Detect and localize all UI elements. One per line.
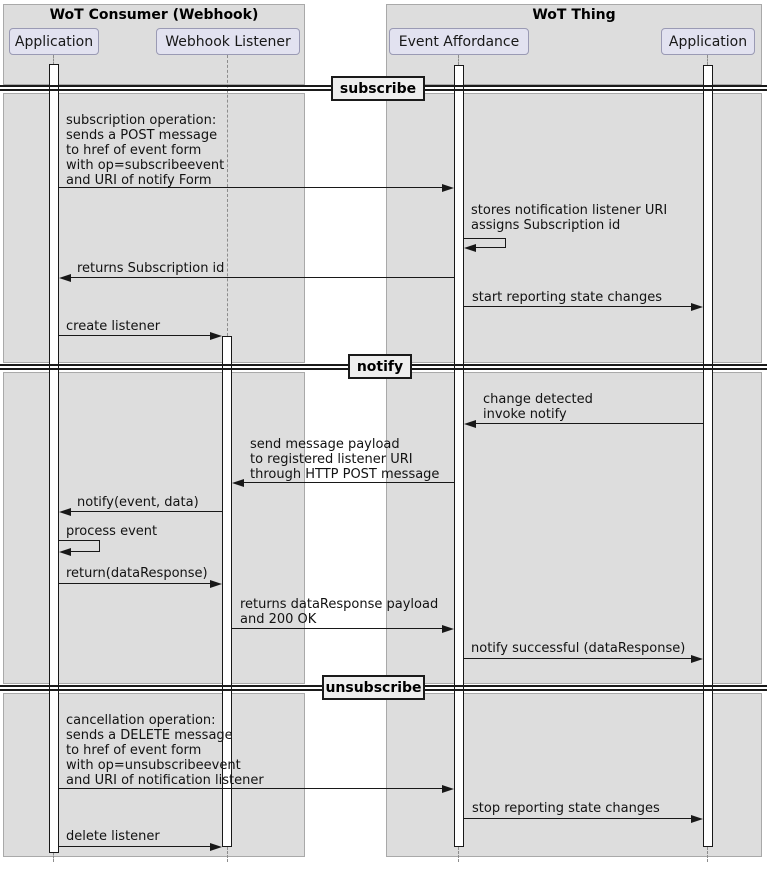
lifeline-application-consumer-top bbox=[53, 55, 54, 65]
message-change-detected-arrowhead bbox=[464, 420, 476, 428]
message-stop-reporting-label: stop reporting state changes bbox=[472, 801, 660, 816]
thing-box-segment-unsubscribe bbox=[386, 693, 762, 857]
message-store-listener-loop-bottom bbox=[476, 247, 506, 248]
divider-unsubscribe-text: unsubscribe bbox=[325, 679, 422, 696]
message-process-event-loop-bottom bbox=[71, 551, 100, 552]
message-create-listener-line bbox=[59, 335, 210, 336]
message-return-subscription-id-label: returns Subscription id bbox=[77, 261, 225, 276]
message-send-payload-arrowhead bbox=[232, 479, 244, 487]
lifeline-application-thing-top bbox=[707, 55, 708, 65]
message-return-data-response-label: return(dataResponse) bbox=[66, 566, 208, 581]
thing-box-title: WoT Thing bbox=[532, 7, 616, 23]
message-notify-event-arrowhead bbox=[59, 508, 71, 516]
message-cancel-request-arrowhead bbox=[442, 785, 454, 793]
message-notify-successful-arrowhead bbox=[691, 655, 703, 663]
message-notify-event-line bbox=[71, 511, 222, 512]
participant-application-thing: Application bbox=[661, 28, 755, 55]
participant-application-thing-label: Application bbox=[668, 33, 748, 50]
message-start-reporting-line bbox=[464, 306, 691, 307]
lifeline-application-consumer-bottom bbox=[53, 852, 54, 862]
message-send-payload-line bbox=[244, 482, 454, 483]
message-return-subscription-id-arrowhead bbox=[59, 274, 71, 282]
lifeline-event-affordance-top bbox=[458, 55, 459, 65]
message-returns-payload-line bbox=[232, 628, 442, 629]
lifeline-webhook-listener-bottom bbox=[227, 847, 228, 862]
message-return-data-response-arrowhead bbox=[210, 580, 222, 588]
message-subscribe-request-label: subscription operation: sends a POST mes… bbox=[66, 113, 225, 188]
participant-application-consumer: Application bbox=[9, 28, 99, 55]
message-returns-payload-label: returns dataResponse payload and 200 OK bbox=[240, 597, 439, 627]
message-delete-listener-label: delete listener bbox=[66, 829, 160, 844]
message-cancel-request-label: cancellation operation: sends a DELETE m… bbox=[66, 713, 264, 788]
message-process-event-label: process event bbox=[66, 524, 158, 539]
message-subscribe-request-arrowhead bbox=[442, 184, 454, 192]
participant-webhook-listener-label: Webhook Listener bbox=[165, 33, 291, 50]
divider-subscribe-label: subscribe bbox=[331, 76, 425, 101]
divider-notify-text: notify bbox=[356, 358, 404, 375]
message-stop-reporting-arrowhead bbox=[691, 815, 703, 823]
message-notify-successful-label: notify successful (dataResponse) bbox=[471, 641, 686, 656]
message-create-listener-label: create listener bbox=[66, 319, 161, 334]
message-stop-reporting-line bbox=[464, 818, 691, 819]
message-change-detected-label: change detected invoke notify bbox=[483, 392, 593, 422]
divider-subscribe-text: subscribe bbox=[339, 80, 417, 97]
participant-webhook-listener: Webhook Listener bbox=[156, 28, 300, 55]
message-create-listener-arrowhead bbox=[210, 332, 222, 340]
activation-event-affordance bbox=[454, 65, 464, 847]
message-subscribe-request-line bbox=[59, 187, 443, 188]
message-store-listener-label: stores notification listener URI assigns… bbox=[471, 203, 668, 233]
message-store-listener-loop-right bbox=[505, 238, 506, 248]
lifeline-application-thing-bottom bbox=[707, 847, 708, 862]
message-cancel-request-line bbox=[59, 788, 443, 789]
lifeline-webhook-listener bbox=[227, 55, 228, 336]
thing-box-segment-subscribe bbox=[386, 93, 762, 363]
message-returns-payload-arrowhead bbox=[442, 625, 454, 633]
activation-application-thing bbox=[703, 65, 713, 847]
message-return-subscription-id-line bbox=[71, 277, 454, 278]
message-process-event-loop-top bbox=[59, 540, 100, 541]
message-return-data-response-line bbox=[59, 583, 210, 584]
participant-event-affordance-label: Event Affordance bbox=[398, 33, 520, 50]
message-notify-event-label: notify(event, data) bbox=[77, 495, 199, 510]
message-process-event-loop-right bbox=[99, 540, 100, 552]
message-start-reporting-arrowhead bbox=[691, 303, 703, 311]
message-process-event-arrowhead bbox=[59, 548, 71, 556]
message-change-detected-line bbox=[476, 423, 703, 424]
message-delete-listener-line bbox=[59, 846, 210, 847]
participant-event-affordance: Event Affordance bbox=[389, 28, 529, 55]
message-store-listener-arrowhead bbox=[464, 244, 476, 252]
divider-unsubscribe-label: unsubscribe bbox=[322, 675, 425, 700]
message-store-listener-loop-top bbox=[464, 238, 506, 239]
divider-notify-label: notify bbox=[348, 354, 412, 379]
activation-webhook-listener bbox=[222, 336, 232, 847]
message-delete-listener-arrowhead bbox=[210, 843, 222, 851]
message-send-payload-label: send message payload to registered liste… bbox=[250, 437, 440, 482]
message-start-reporting-label: start reporting state changes bbox=[472, 290, 663, 305]
message-notify-successful-line bbox=[464, 658, 691, 659]
activation-application-consumer bbox=[49, 64, 59, 853]
consumer-box-title: WoT Consumer (Webhook) bbox=[49, 7, 259, 23]
lifeline-event-affordance-bottom bbox=[458, 847, 459, 862]
participant-application-consumer-label: Application bbox=[14, 33, 94, 50]
